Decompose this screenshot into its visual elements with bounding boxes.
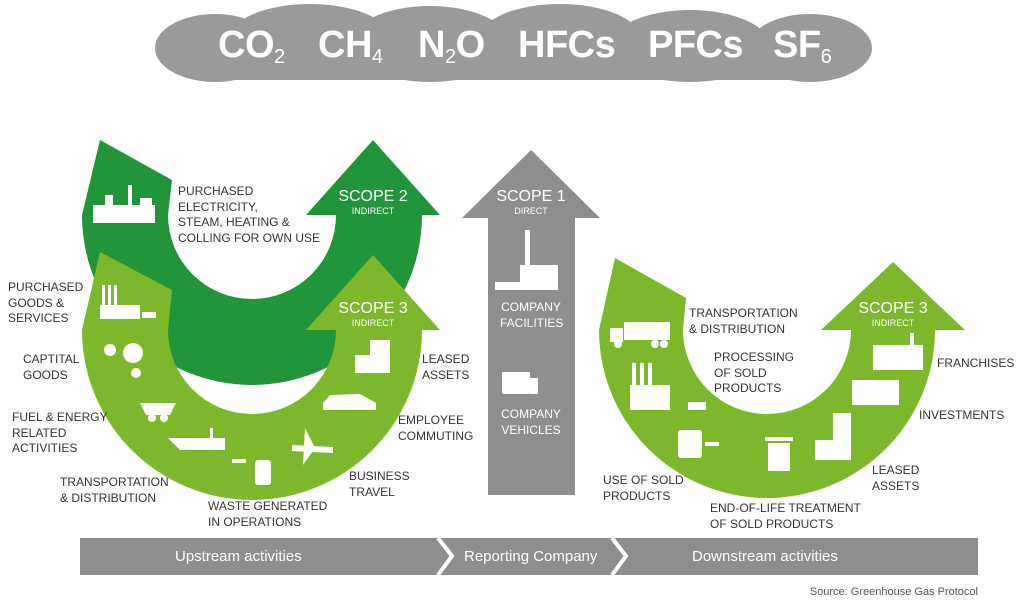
power-plant-icon	[93, 185, 155, 223]
reporting-company-label: Reporting Company	[464, 548, 598, 565]
downstream-item: PROCESSING OF SOLD PRODUCTS	[714, 350, 795, 395]
upstream-item: FUEL & ENERGY RELATED ACTIVITIES	[12, 410, 108, 455]
gas-pfcs: PFCs	[648, 24, 744, 66]
downstream-item: FRANCHISES	[937, 356, 1015, 370]
upstream-item: EMPLOYEE COMMUTING	[398, 413, 474, 443]
downstream-item: LEASED ASSETS	[872, 463, 920, 493]
warehouse-icon	[852, 380, 899, 405]
gas-ch4: CH4	[318, 24, 383, 68]
socket-plug-icon	[678, 430, 719, 458]
upstream-item: LEASED ASSETS	[422, 352, 470, 382]
van-icon	[502, 372, 538, 394]
car-icon	[323, 394, 376, 410]
upstream-activities-label: Upstream activities	[175, 548, 302, 565]
ship-icon	[168, 428, 225, 450]
trash-can-icon	[765, 437, 793, 471]
scope2-label: PURCHASED ELECTRICITY, STEAM, HEATING & …	[178, 184, 321, 245]
gas-cloud	[155, 4, 872, 82]
upstream-item: BUSINESS TRAVEL	[349, 469, 410, 499]
airplane-icon	[292, 428, 333, 465]
downstream-item: TRANSPORTATION & DISTRIBUTION	[689, 306, 798, 336]
factory-icon	[100, 285, 156, 319]
downstream-item: INVESTMENTS	[919, 408, 1005, 422]
truck-icon	[610, 322, 670, 348]
downstream-item: END-OF-LIFE TREATMENT OF SOLD PRODUCTS	[710, 501, 861, 531]
upstream-item: WASTE GENERATED IN OPERATIONS	[208, 499, 328, 529]
gas-co2: CO2	[218, 24, 285, 68]
downstream-activities-label: Downstream activities	[692, 548, 838, 565]
mine-cart-icon	[140, 403, 176, 422]
gas-n2o: N2O	[418, 24, 485, 68]
office-building-icon	[815, 413, 851, 460]
scope1-arrow	[462, 150, 600, 495]
processing-factory-icon	[630, 363, 706, 410]
factory-building-icon	[495, 230, 558, 290]
source-note: Source: Greenhouse Gas Protocol	[809, 586, 978, 598]
office-building-icon	[355, 340, 390, 373]
upstream-item: PURCHASED GOODS & SERVICES	[8, 280, 84, 325]
company-vehicles-label: COMPANY VEHICLES	[501, 407, 561, 437]
franchise-factory-icon	[873, 333, 923, 370]
upstream-item: TRANSPORTATION & DISTRIBUTION	[60, 475, 169, 505]
upstream-item: CAPTITAL GOODS	[23, 352, 80, 382]
company-facilities-label: COMPANY FACILITIES	[500, 300, 564, 330]
downstream-item: USE OF SOLD PRODUCTS	[603, 473, 684, 503]
activity-bar	[80, 536, 978, 577]
gas-hfcs: HFCs	[518, 24, 616, 66]
gears-icon	[104, 343, 143, 378]
tap-barrel-icon	[232, 459, 271, 485]
gas-sf6: SF6	[773, 24, 832, 68]
